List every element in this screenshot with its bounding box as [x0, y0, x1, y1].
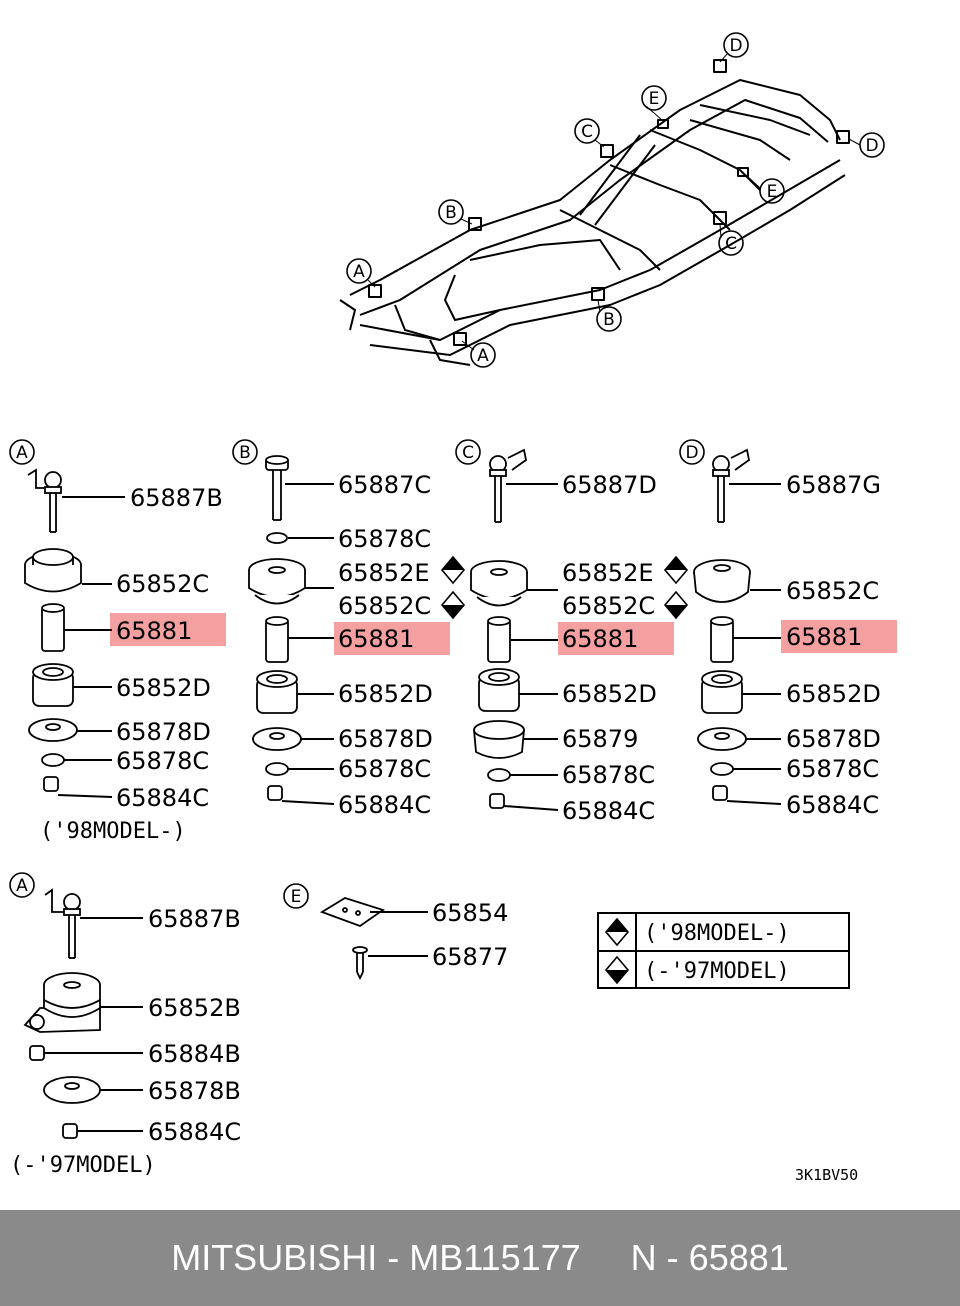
part-65884c: 65884C [786, 791, 879, 819]
chassis-frame [339, 59, 850, 366]
frame-callout-labels: A A B B C C D D E E [353, 36, 878, 366]
diamond-98-icon [606, 919, 628, 932]
part-65878c: 65878C [786, 755, 879, 783]
highlight-65881-d [781, 620, 897, 653]
part-65887b: 65887B [148, 905, 241, 933]
drawing-code: 3K1BV50 [795, 1166, 858, 1184]
part-65852b: 65852B [148, 994, 241, 1022]
diamond-98-icon [665, 557, 687, 570]
diamond-97-icon [606, 970, 628, 983]
section-letter-a-97: A [16, 876, 28, 896]
part-65884c: 65884C [338, 791, 431, 819]
column-d-parts [693, 448, 751, 801]
frame-callout-a: A [477, 346, 489, 366]
part-65852d: 65852D [562, 680, 657, 708]
part-65887b: 65887B [130, 484, 223, 512]
part-65852c: 65852C [116, 570, 209, 598]
part-65887d: 65887D [562, 471, 657, 499]
part-65878d: 65878D [338, 725, 433, 753]
frame-callout-d: D [729, 36, 742, 56]
part-65884c: 65884C [148, 1118, 241, 1146]
section-letter-b: B [239, 443, 251, 463]
part-65854: 65854 [432, 899, 508, 927]
part-65852c: 65852C [562, 592, 655, 620]
frame-callout-a: A [353, 262, 365, 282]
section-letter-e: E [291, 887, 302, 907]
part-65878c: 65878C [562, 761, 655, 789]
frame-callout-c: C [725, 234, 737, 254]
part-65852d: 65852D [786, 680, 881, 708]
frame-callout-e: E [767, 182, 778, 202]
section-letter-d: D [685, 443, 698, 463]
parts-diagram: A A B B C C D D E E A B C D A E [9, 32, 897, 1184]
part-65884c: 65884C [562, 797, 655, 825]
part-65852e: 65852E [562, 559, 654, 587]
diamond-97-icon [665, 605, 687, 618]
column-e-parts [319, 897, 386, 981]
part-65879: 65879 [562, 725, 638, 753]
part-65878d: 65878D [786, 725, 881, 753]
part-65877: 65877 [432, 943, 508, 971]
diamond-98-icon [442, 557, 464, 570]
frame-callout-d: D [865, 136, 878, 156]
part-65852c: 65852C [786, 577, 879, 605]
column-b-parts [248, 455, 306, 801]
section-letter-c: C [462, 443, 474, 463]
frame-callout-b: B [445, 203, 457, 223]
section-letter-a: A [16, 443, 28, 463]
part-65884c: 65884C [116, 784, 209, 812]
part-65878b: 65878B [148, 1077, 241, 1105]
footer-text: MITSUBISHI - MB115177 N - 65881 [171, 1237, 789, 1278]
part-65852e: 65852E [338, 559, 430, 587]
part-65881-highlighted: 65881 [116, 617, 192, 645]
highlight-65881-a [110, 613, 226, 646]
part-65878c: 65878C [338, 755, 431, 783]
frame-callout-b: B [603, 310, 615, 330]
model-note-97: (-'97MODEL) [10, 1153, 156, 1178]
part-65881-highlighted: 65881 [562, 625, 638, 653]
column-a97-parts [23, 888, 101, 1139]
part-number-footer: MITSUBISHI - MB115177 N - 65881 [0, 1210, 960, 1306]
part-65887c: 65887C [338, 471, 431, 499]
part-65878c: 65878C [116, 747, 209, 775]
part-65887g: 65887G [786, 471, 881, 499]
part-65852d: 65852D [116, 674, 211, 702]
part-65884b: 65884B [148, 1040, 241, 1068]
part-65878d: 65878D [116, 718, 211, 746]
highlight-65881-c [558, 622, 674, 655]
frame-callouts [346, 32, 885, 368]
diamond-97-icon [442, 605, 464, 618]
legend-98-model: ('98MODEL-) [644, 921, 790, 946]
highlight-65881-b [334, 622, 450, 655]
part-65878c: 65878C [338, 525, 431, 553]
frame-callout-c: C [581, 122, 593, 142]
part-65852c: 65852C [338, 592, 431, 620]
column-a-parts [24, 468, 82, 792]
frame-callout-e: E [649, 89, 660, 109]
column-c-parts [470, 448, 528, 809]
model-legend: ('98MODEL-) (-'97MODEL) [597, 912, 850, 989]
legend-97-model: (-'97MODEL) [644, 959, 790, 984]
part-65881-highlighted: 65881 [786, 623, 862, 651]
model-note-98: ('98MODEL-) [40, 819, 186, 844]
part-65881-highlighted: 65881 [338, 625, 414, 653]
part-65852d: 65852D [338, 680, 433, 708]
